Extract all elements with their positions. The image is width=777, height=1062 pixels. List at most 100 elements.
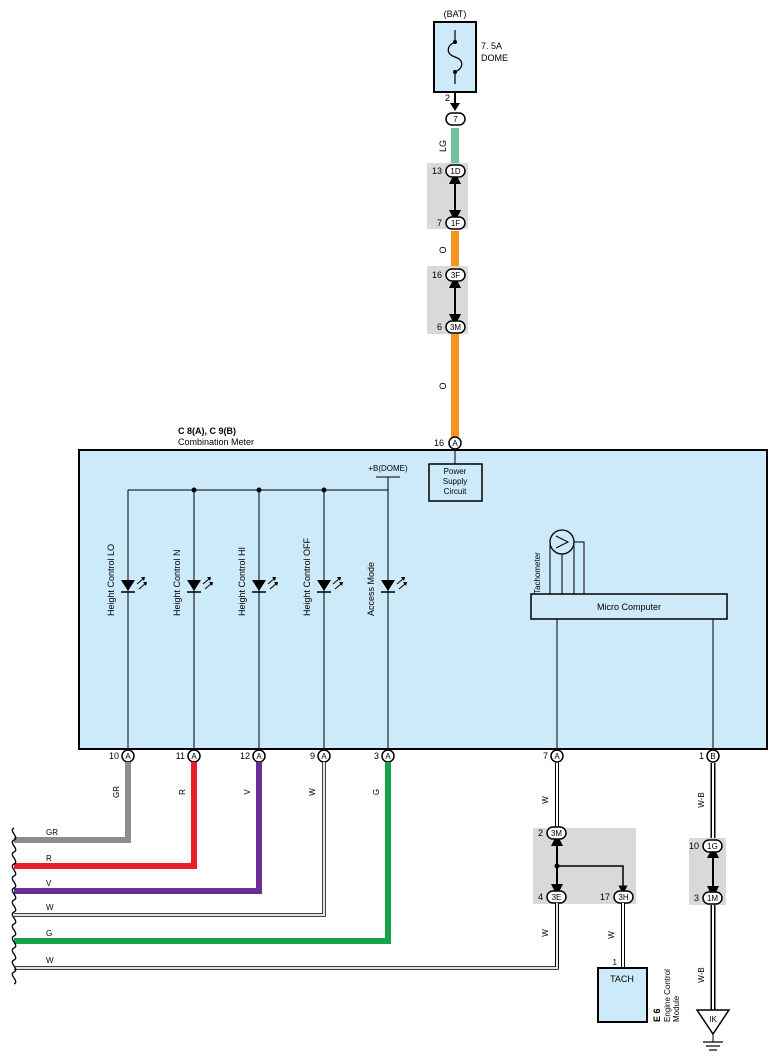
svg-text:12: 12 [240, 751, 250, 761]
led-branch: Height Control LO [106, 490, 147, 750]
meter-connector: A 11 [176, 749, 201, 763]
svg-text:A: A [452, 439, 458, 448]
wire-label: W [308, 788, 317, 796]
ecm-name-2: Module [672, 995, 681, 1022]
svg-text:10: 10 [109, 751, 119, 761]
led-icon [121, 580, 135, 591]
wire-label-o1: O [438, 246, 448, 253]
meter-connector: A9 [310, 749, 331, 763]
led-icon [381, 580, 395, 591]
led-branch: Access Mode [366, 490, 407, 750]
svg-text:A: A [256, 752, 262, 761]
led-group: Height Control LO Height Control N Height … [106, 490, 407, 750]
fuse-name: DOME [481, 53, 508, 63]
led-label: Height Control HI [237, 547, 247, 616]
wire-w: W [14, 762, 326, 917]
connector-3m-top: 3M 6 [437, 320, 466, 334]
svg-text:B: B [710, 752, 715, 761]
svg-text:A: A [554, 752, 560, 761]
ecm-terminal: TACH [610, 974, 634, 984]
svg-text:A: A [321, 752, 327, 761]
svg-text:Circuit: Circuit [444, 487, 467, 496]
wire-label-lg: LG [438, 140, 448, 152]
wire-label-o2: O [438, 382, 448, 389]
connector-1f: 1F 7 [437, 216, 466, 230]
svg-text:3M: 3M [450, 323, 461, 332]
meter-connector: A7 [543, 749, 564, 763]
ground-label: IK [709, 1015, 717, 1024]
connector-1m: 1M 3 [694, 891, 723, 905]
wire-label-wb2: W-B [697, 967, 706, 982]
svg-text:1F: 1F [451, 219, 460, 228]
wire-v: V [14, 762, 262, 894]
svg-text:7: 7 [453, 115, 458, 124]
svg-text:10: 10 [689, 841, 699, 851]
bdome-label: +B(DOME) [368, 464, 408, 473]
connector-3f: 3F 16 [432, 268, 466, 282]
led-icon [252, 580, 266, 591]
connector-7: 7 [445, 112, 466, 126]
left-wire-label: W [46, 903, 54, 912]
tachometer-icon [549, 529, 575, 555]
svg-text:Micro Computer: Micro Computer [597, 602, 661, 612]
svg-text:16: 16 [434, 438, 444, 448]
led-icon [187, 580, 201, 591]
svg-text:13: 13 [432, 166, 442, 176]
svg-text:3M: 3M [551, 829, 562, 838]
svg-text:2: 2 [538, 828, 543, 838]
ecm-id: E 6 [652, 1008, 662, 1022]
wire-label: G [372, 789, 381, 795]
led-label: Height Control OFF [302, 537, 312, 616]
led-branch: Height Control N [172, 490, 213, 750]
svg-text:9: 9 [310, 751, 315, 761]
led-label: Height Control LO [106, 544, 116, 616]
svg-text:Power: Power [444, 467, 467, 476]
wire-g: G [14, 762, 391, 944]
meter-id: C 8(A), C 9(B) [178, 426, 236, 436]
svg-text:7: 7 [437, 218, 442, 228]
svg-text:A: A [385, 752, 391, 761]
connector-3e: 3E 4 [538, 890, 567, 904]
connector-1g: 1G 10 [689, 839, 723, 853]
fuse-rating: 7. 5A [481, 41, 502, 51]
battery-label: (BAT) [444, 9, 467, 19]
svg-text:1D: 1D [450, 167, 460, 176]
svg-text:3: 3 [694, 893, 699, 903]
meter-title: Combination Meter [178, 437, 254, 447]
svg-text:3F: 3F [451, 271, 460, 280]
svg-text:3: 3 [374, 751, 379, 761]
svg-text:11: 11 [176, 751, 185, 761]
meter-connector: A 12 [240, 749, 266, 763]
svg-text:3H: 3H [618, 893, 628, 902]
ground-symbol [695, 1009, 731, 1036]
svg-text:4: 4 [538, 892, 543, 902]
meter-input-connector: A 16 [434, 436, 462, 450]
svg-text:16: 16 [432, 270, 442, 280]
led-label: Height Control N [172, 549, 182, 616]
ecm-pin: 1 [613, 958, 618, 967]
led-label: Access Mode [366, 562, 376, 616]
svg-text:1G: 1G [707, 842, 718, 851]
svg-text:17: 17 [600, 892, 610, 902]
svg-text:Supply: Supply [443, 477, 467, 486]
left-wire-label: GR [46, 828, 58, 837]
svg-text:A: A [191, 752, 197, 761]
wire-label: R [178, 789, 187, 795]
tachometer-label: Tachometer [533, 552, 542, 594]
engine-control-module [597, 967, 648, 1023]
wire-w-tach-left [14, 903, 559, 970]
meter-connector: A10 [109, 749, 135, 763]
left-wire-label: V [46, 879, 52, 888]
wire-label: V [243, 789, 252, 795]
wire-label-w-tach1: W [541, 796, 550, 804]
wire-label: GR [112, 786, 121, 798]
power-supply-circuit [428, 463, 483, 502]
ecm-name-1: Engine Control [663, 969, 672, 1022]
led-branch: Height Control HI [237, 490, 278, 750]
connector-1d: 1D 13 [432, 164, 466, 178]
svg-text:1M: 1M [707, 894, 718, 903]
svg-text:1: 1 [699, 751, 704, 761]
wire-gr: GR [14, 762, 131, 843]
fuse-pin: 2 [445, 93, 450, 103]
